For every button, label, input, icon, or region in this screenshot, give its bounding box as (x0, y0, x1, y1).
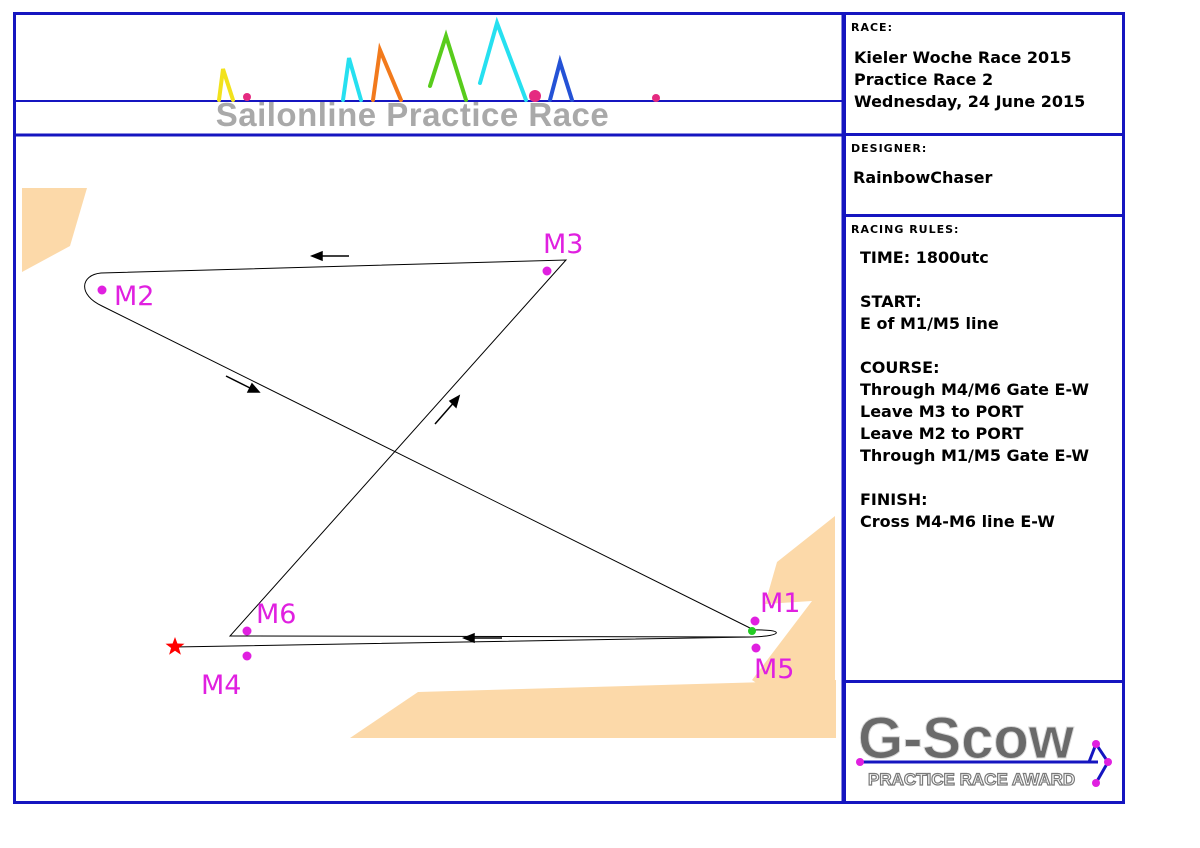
course-route (84, 259, 777, 648)
racing-rules-label: RACING RULES: (851, 223, 960, 236)
rules-course-head: COURSE: (860, 358, 940, 377)
rules-start: E of M1/M5 line (860, 314, 999, 333)
mark-m6-label: M6 (256, 599, 296, 630)
race-label: RACE: (851, 21, 893, 34)
race-date: Wednesday, 24 June 2015 (854, 92, 1086, 111)
mark-m4-dot (242, 651, 252, 661)
land-south (350, 680, 836, 738)
mark-m3-dot (542, 266, 552, 276)
finish-star-icon (165, 637, 185, 655)
g-scow-award-logo: G-Scow PRACTICE RACE AWARD (856, 706, 1112, 790)
racing-rules-text: TIME: 1800utc START: E of M1/M5 line COU… (860, 247, 1089, 555)
rules-finish: Cross M4-M6 line E-W (860, 512, 1055, 531)
land-northwest (22, 188, 87, 272)
rules-course-4: Through M1/M5 Gate E-W (860, 446, 1090, 465)
mark-m1-dot (750, 616, 760, 626)
rules-time: TIME: 1800utc (860, 248, 989, 267)
rules-course-3: Leave M2 to PORT (860, 424, 1024, 443)
rules-start-head: START: (860, 292, 922, 311)
rules-finish-head: FINISH: (860, 490, 928, 509)
award-logo-text: G-Scow (858, 706, 1075, 771)
start-dot (748, 627, 756, 635)
designer-panel: DESIGNER: RainbowChaser (843, 133, 1125, 217)
mark-m2-dot (97, 285, 107, 295)
rules-course-1: Through M4/M6 Gate E-W (860, 380, 1090, 399)
direction-arrows (225, 250, 502, 644)
mark-m5-label: M5 (754, 654, 794, 685)
race-info: Kieler Woche Race 2015 Practice Race 2 W… (854, 47, 1085, 113)
mark-m3-label: M3 (543, 229, 583, 260)
header-sails-logo (217, 16, 660, 102)
racing-rules-panel: RACING RULES: TIME: 1800utc START: E of … (843, 214, 1125, 683)
rules-course-2: Leave M3 to PORT (860, 402, 1024, 421)
race-panel: RACE: Kieler Woche Race 2015 Practice Ra… (843, 12, 1125, 136)
award-subtitle: PRACTICE RACE AWARD (868, 770, 1075, 789)
award-panel: G-Scow PRACTICE RACE AWARD (843, 680, 1125, 804)
race-subtitle: Practice Race 2 (854, 70, 994, 89)
race-name: Kieler Woche Race 2015 (854, 48, 1072, 67)
designer-label: DESIGNER: (851, 142, 928, 155)
header-title: Sailonline Practice Race (215, 96, 610, 133)
mark-m6-dot (242, 626, 252, 636)
mark-m4-label: M4 (201, 670, 241, 701)
mark-m5-dot (751, 643, 761, 653)
mark-m1-label: M1 (760, 588, 800, 619)
designer-name: RainbowChaser (853, 168, 993, 187)
mark-m2-label: M2 (114, 281, 154, 312)
